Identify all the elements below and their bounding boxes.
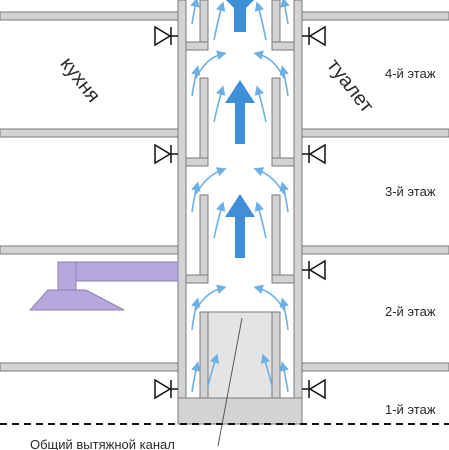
check-valve-icon: [302, 143, 326, 165]
check-valve-icon: [302, 259, 326, 281]
slab-left-2: [0, 245, 179, 255]
check-valve-icon: [302, 378, 326, 400]
branch-left-2-cap: [185, 274, 209, 284]
main-airflow-arrows: [225, 0, 255, 258]
valves-right: [302, 25, 326, 400]
branch-right-1-wall: [271, 311, 281, 399]
shaft-base-fill: [177, 397, 303, 425]
shaft-wall-left: [177, 0, 187, 399]
airflow-arrow-icon: [225, 194, 255, 258]
branch-right-2-wall: [271, 194, 281, 284]
slab-right-2: [301, 245, 449, 255]
valves-left: [154, 25, 178, 400]
slab-right-3: [301, 128, 449, 138]
airflow-arrow-icon: [225, 80, 255, 144]
shaft-wall-right: [293, 0, 303, 399]
branch-left-4-cap: [185, 41, 209, 51]
kitchen-hood-icon: [28, 261, 179, 311]
branch-left-3-wall: [199, 77, 209, 167]
label-toilet: туалет: [322, 55, 377, 117]
label-floor-2: 2-й этаж: [385, 304, 436, 319]
shaft-walls: [177, 0, 303, 399]
branch-left-1-wall: [199, 311, 209, 399]
airflow-streams: [190, 0, 290, 393]
branch-right-3-wall: [271, 77, 281, 167]
check-valve-icon: [154, 378, 178, 400]
label-floor-3: 3-й этаж: [385, 184, 436, 199]
branch-right-2-cap: [271, 274, 295, 284]
branch-left-3-cap: [185, 157, 209, 167]
floor-slabs-left: [0, 11, 179, 372]
slab-left-1: [0, 362, 179, 372]
caption-leader: [217, 317, 243, 447]
airflow-arrow-icon: [226, 0, 254, 32]
label-floor-4: 4-й этаж: [385, 66, 436, 81]
label-kitchen: кухня: [56, 53, 105, 107]
check-valve-icon: [302, 25, 326, 47]
slab-right-4: [301, 11, 449, 21]
branch-right-4-cap: [271, 41, 295, 51]
slab-left-3: [0, 128, 179, 138]
label-common-exhaust: Общий вытяжной канал: [30, 437, 175, 450]
check-valve-icon: [154, 143, 178, 165]
branch-left-2-wall: [199, 194, 209, 284]
slab-right-1: [301, 362, 449, 372]
branch-right-3-cap: [271, 157, 295, 167]
label-floor-1: 1-й этаж: [385, 402, 436, 417]
check-valve-icon: [154, 25, 178, 47]
slab-left-4: [0, 11, 179, 21]
